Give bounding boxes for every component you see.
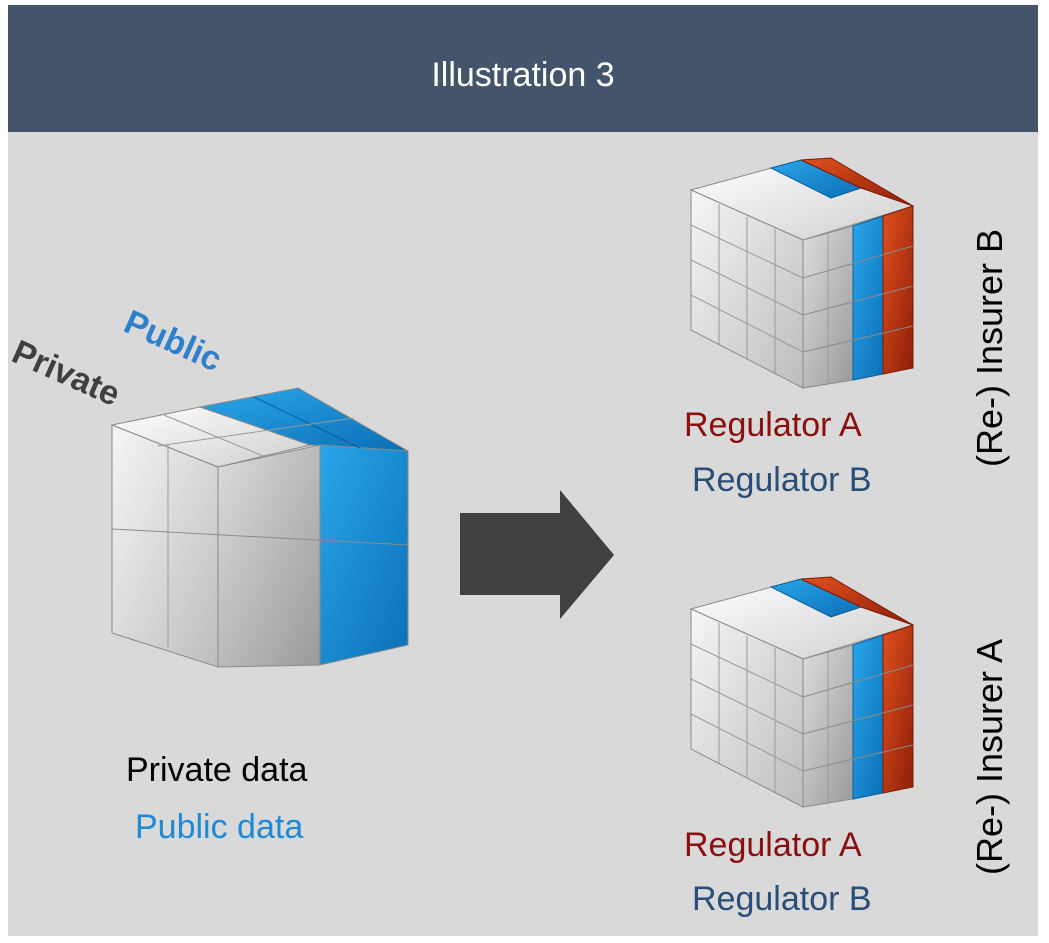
diagram-frame: Illustration 3 (8, 5, 1038, 936)
insurer-b-label: (Re-) Insurer B (969, 228, 1010, 467)
private-data-label: Private data (126, 751, 308, 789)
header-bar: Illustration 3 (8, 5, 1038, 132)
cube-front-private (217, 444, 321, 668)
insurer-a-regulator-b: Regulator B (692, 880, 872, 918)
insurer-b-regulator-a: Regulator A (684, 406, 862, 444)
source-cube (110, 387, 409, 668)
public-data-label: Public data (135, 808, 304, 846)
insurer-a-cube (689, 576, 915, 808)
cube-left-face (111, 424, 219, 668)
arrow-right-icon (460, 490, 614, 619)
page-title: Illustration 3 (431, 56, 615, 94)
insurer-a-label: (Re-) Insurer A (969, 638, 1010, 875)
diagram-graphics (110, 157, 915, 808)
insurer-a-regulator-a: Regulator A (684, 826, 862, 864)
insurer-b-cube (689, 157, 915, 389)
cube-front-public (319, 444, 409, 666)
insurer-b-regulator-b: Regulator B (692, 461, 872, 499)
